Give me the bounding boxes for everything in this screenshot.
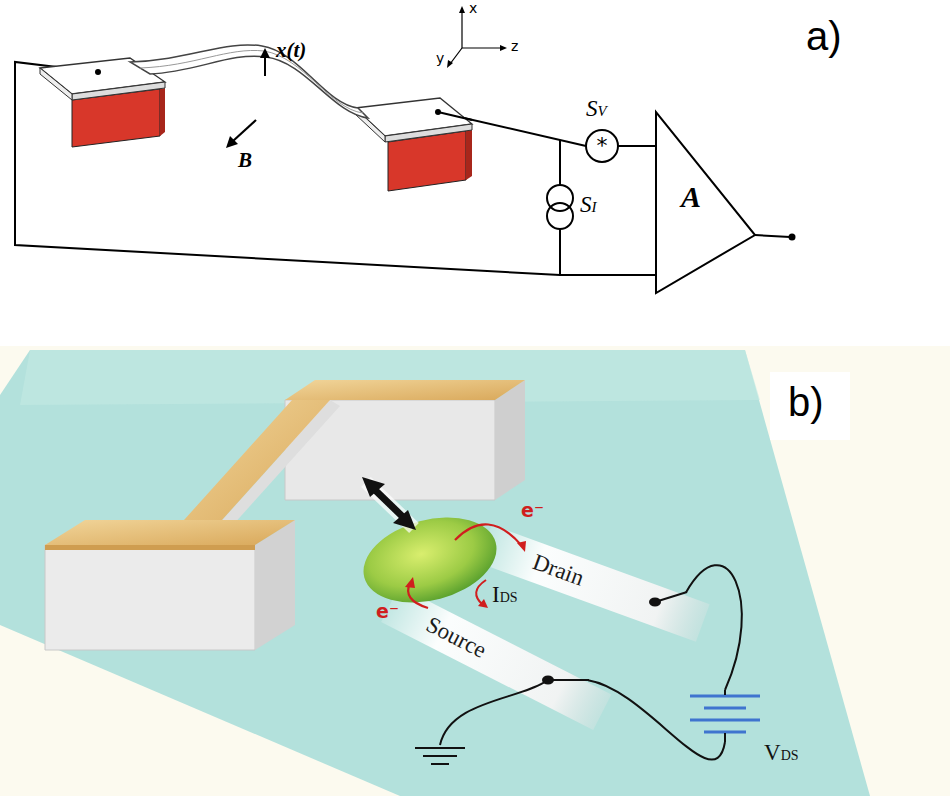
source-lead (381, 586, 611, 730)
circuit-wire (15, 62, 560, 275)
gold-electrode (45, 520, 295, 545)
noise-current-source-outline (540, 180, 612, 234)
electron-hop-arrowhead (517, 541, 526, 552)
gold-electrode (45, 545, 255, 550)
axis-arrowhead (459, 6, 465, 13)
circuit-wire (438, 112, 472, 120)
lead-wire (548, 679, 589, 681)
support-block (466, 129, 472, 180)
contact-pad (72, 82, 165, 100)
displacement-arrow (264, 56, 266, 76)
output-terminal (789, 234, 796, 241)
star-mark: * (578, 133, 626, 158)
displacement-label: x(t) (276, 38, 306, 63)
noise-current-source: SI (540, 180, 612, 234)
field-arrow (233, 120, 256, 141)
gold-electrode (285, 380, 525, 400)
circuit-wire (560, 234, 655, 275)
amplifier-triangle-outline (655, 110, 760, 295)
vibrating-beam (130, 45, 368, 118)
output-wire (755, 235, 790, 237)
current-arrowhead (478, 599, 488, 608)
amplifier-triangle: A (655, 110, 760, 295)
current-label: IDS (492, 582, 518, 608)
panel-b-ground (0, 346, 950, 796)
support-block (45, 545, 255, 650)
axis-label: y (436, 50, 444, 66)
substrate-plane (20, 350, 760, 405)
coupling-arrow (374, 489, 404, 518)
circuit-wire (559, 140, 561, 185)
suspended-beam (184, 400, 330, 520)
panel-a-ground (0, 0, 950, 346)
source-label: SI (580, 192, 597, 218)
substrate-plane (0, 350, 870, 796)
axis-arrowhead (447, 60, 453, 68)
circuit-wire (626, 145, 655, 147)
displacement-arrowhead (260, 48, 270, 58)
electron-hop-arrowhead (405, 577, 415, 588)
panel-label: b) (788, 380, 824, 425)
battery-symbol-outline (690, 690, 760, 742)
circuit-wire (686, 565, 742, 690)
ground-symbol (415, 748, 465, 764)
drain-lead (478, 525, 710, 642)
coupling-arrowhead (393, 510, 416, 530)
field-label: B (238, 148, 252, 173)
electron-label: e⁻ (521, 499, 544, 521)
amplifier-label: A (681, 180, 701, 214)
battery-symbol: VDS (690, 690, 760, 742)
noise-voltage-source: SV * (578, 96, 626, 166)
support-block (495, 380, 525, 500)
source-label: SV (586, 96, 607, 122)
quantum-dot (354, 504, 506, 616)
axis-label: z (511, 38, 518, 54)
contact-pad (40, 68, 72, 100)
electron-label: e⁻ (376, 600, 399, 622)
voltage-label: VDS (764, 740, 799, 766)
vibrating-beam (140, 50, 363, 113)
support-block (160, 88, 165, 136)
axis-triad (450, 10, 503, 64)
ground-wire (440, 680, 548, 745)
axis-label: x (469, 0, 477, 16)
panel-label: a) (806, 14, 842, 59)
axis-arrowhead (500, 45, 507, 51)
coupling-arrowhead (362, 477, 385, 497)
contact-pad (385, 124, 472, 142)
panel-label-patch (770, 372, 850, 440)
electron-hop-arrow (455, 524, 522, 546)
field-arrowhead (226, 136, 238, 148)
bond-point (95, 69, 101, 75)
bond-point (649, 598, 661, 607)
